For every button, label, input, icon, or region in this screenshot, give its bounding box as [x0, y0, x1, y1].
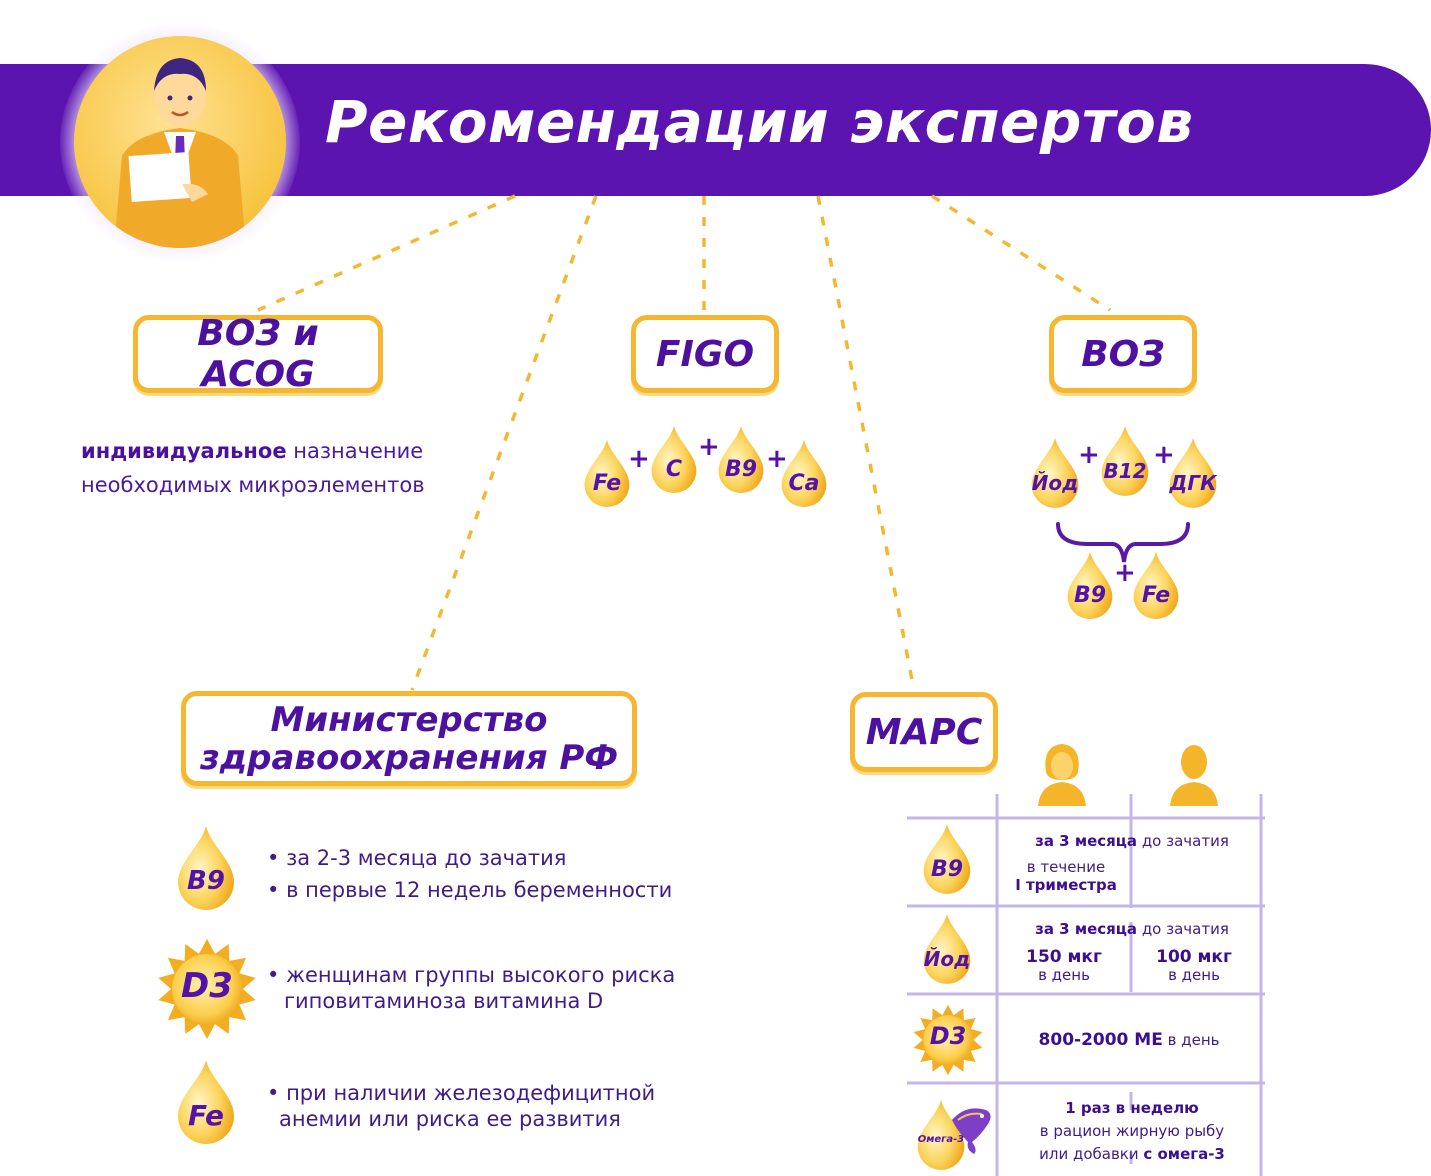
- d3-bullet-1: женщинам группы высокого риска: [286, 963, 676, 987]
- mars-table-grid: [907, 794, 1265, 1176]
- figo-drop-label: C: [665, 457, 683, 482]
- figo-drop-label: Ca: [788, 471, 820, 496]
- d3-label: D3: [181, 966, 233, 1006]
- d3-sun-icon: D3: [156, 938, 258, 1040]
- mars-b9-icon: B9: [922, 822, 972, 895]
- plus-icon: +: [1114, 558, 1136, 588]
- fe-bullets: • при наличии железодефицитной анемии ил…: [267, 1081, 656, 1131]
- mars-d3-sun-icon: D3: [912, 1004, 984, 1076]
- mars-d3-dose: 800-2000 МЕ в день: [1038, 1030, 1220, 1050]
- who-extra-drop-icon: Fe: [1132, 550, 1180, 620]
- org-who: ВОЗ: [1049, 315, 1197, 393]
- minzdrav-b9-label: B9: [187, 866, 225, 896]
- mars-iod-label: Йод: [923, 947, 971, 971]
- note-rest: назначение: [286, 439, 424, 463]
- d3-bullet-2: гиповитаминоза витамина D: [284, 989, 604, 1013]
- mars-iod-woman: 150 мкг в день: [1026, 947, 1102, 984]
- minzdrav-fe-icon: Fe: [176, 1058, 236, 1145]
- figo-drop-icon: Ca: [780, 438, 828, 508]
- b9-bullets: • за 2-3 месяца до зачатия • в первые 12…: [267, 846, 673, 902]
- mars-b9-left: в течение I триместра: [1015, 858, 1117, 894]
- brace-icon: [1056, 522, 1190, 563]
- woman-icon: [1038, 744, 1086, 806]
- mars-omega-label: Омега-3: [917, 1134, 965, 1145]
- who-drop-icon: B12: [1100, 424, 1150, 497]
- mars-iod-man: 100 мкг в день: [1156, 947, 1232, 984]
- plus-icon: +: [1078, 440, 1100, 470]
- expert-avatar: [74, 36, 286, 248]
- org-minzdrav-line1: Министерство: [270, 699, 548, 740]
- minzdrav-fe-label: Fe: [188, 1099, 224, 1132]
- page-title: Рекомендации экспертов: [325, 88, 1194, 156]
- fish-icon: [952, 1108, 991, 1154]
- fe-bullet-1: при наличии железодефицитной: [286, 1081, 656, 1105]
- plus-icon: +: [698, 432, 720, 462]
- org-figo: FIGO: [631, 315, 779, 393]
- plus-icon: +: [1153, 440, 1175, 470]
- figo-drop-label: B9: [724, 457, 758, 482]
- org-minzdrav: Министерство здравоохранения РФ: [181, 691, 637, 786]
- who-extra-drop-label: B9: [1073, 583, 1107, 608]
- mars-b9-top: за 3 месяца до зачатия: [1035, 832, 1229, 850]
- who-acog-note: индивидуальное назначение необходимых ми…: [81, 434, 425, 502]
- mars-iod-icon: Йод: [922, 912, 972, 985]
- figo-drop-icon: B9: [717, 424, 765, 494]
- who-drop-icon: ДГК: [1168, 436, 1218, 509]
- who-drop-label: ДГК: [1169, 471, 1217, 495]
- who-extra-drop-label: Fe: [1141, 583, 1171, 608]
- mars-omega-text: 1 раз в неделю в рацион жирную рыбу или …: [1039, 1099, 1225, 1163]
- figo-drop-icon: C: [650, 424, 698, 494]
- man-icon: [1170, 745, 1218, 806]
- who-drop-label: B12: [1103, 459, 1147, 483]
- minzdrav-b9-icon: B9: [176, 824, 236, 911]
- mars-iod-top: за 3 месяца до зачатия: [1035, 920, 1229, 938]
- plus-icon: +: [628, 444, 650, 474]
- who-drop-icon: Йод: [1030, 436, 1080, 509]
- who-extra-drop-icon: B9: [1066, 550, 1114, 620]
- note-bold: индивидуальное: [81, 439, 287, 463]
- mars-d3-label: D3: [929, 1022, 967, 1050]
- org-who-acog: ВОЗ и ACOG: [133, 313, 383, 395]
- who-drop-label: Йод: [1031, 471, 1079, 495]
- org-mars: МАРС: [850, 692, 998, 772]
- d3-bullets: • женщинам группы высокого риска гиповит…: [267, 963, 676, 1013]
- b9-bullet-1: за 2-3 месяца до зачатия: [286, 846, 567, 870]
- fe-bullet-2: анемии или риска ее развития: [279, 1107, 621, 1131]
- figo-drop-label: Fe: [592, 471, 622, 496]
- expert-icon: [114, 58, 246, 248]
- figo-drop-icon: Fe: [583, 438, 631, 508]
- plus-icon: +: [766, 444, 788, 474]
- note-line2: необходимых микроэлементов: [81, 473, 425, 497]
- mars-omega-icon: Омега-3: [916, 1098, 966, 1171]
- mars-b9-label: B9: [930, 857, 964, 882]
- org-minzdrav-line2: здравоохранения РФ: [199, 737, 619, 778]
- b9-bullet-2: в первые 12 недель беременности: [286, 878, 673, 902]
